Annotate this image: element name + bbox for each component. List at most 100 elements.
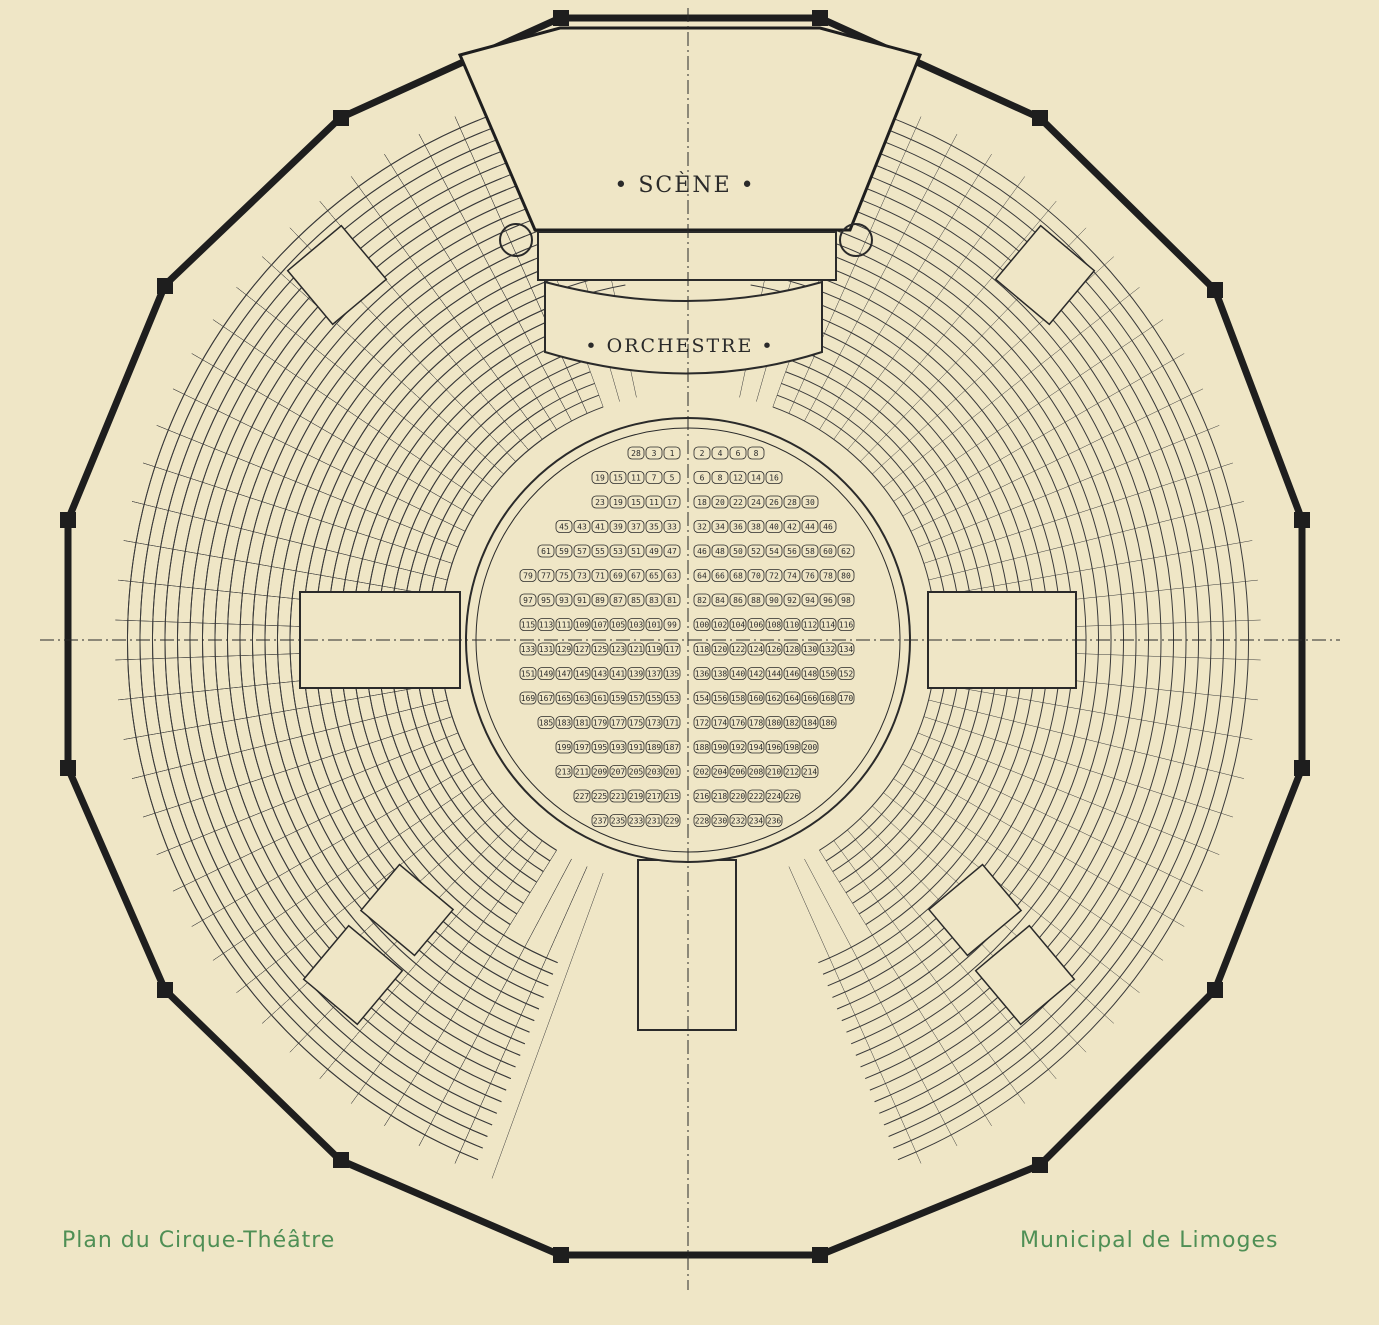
seat-divider [827,903,834,915]
seat-divider [178,801,191,806]
arena-seat [729,765,747,778]
seat-divider [1030,751,1043,756]
arena-seat [591,789,609,803]
seat-divider [839,980,846,993]
seat-divider [905,987,913,999]
seat-divider [534,1049,540,1062]
seat-divider [512,398,521,410]
arena-seat [519,667,537,680]
arena-seat-number: 118 [695,645,710,654]
seat-divider [1059,382,1070,390]
seat-divider [394,588,407,591]
seat-divider [885,1083,891,1096]
seat-divider [378,841,390,849]
seat-divider [512,870,521,882]
seat-divider [358,1083,367,1094]
seat-divider [1119,888,1131,896]
arena-seat [693,520,711,533]
seat-divider [1018,747,1031,752]
seat-divider [123,540,137,543]
seat-divider [156,425,169,431]
seat-divider [990,317,1000,327]
arena-seat [645,471,663,484]
seat-divider [1010,504,1023,510]
seat-divider [1161,443,1174,449]
arena-seat-number: 165 [557,694,572,703]
seat-divider [821,891,829,904]
seat-divider [1171,516,1184,520]
arena-seat-number: 105 [611,621,626,630]
seat-divider [877,836,887,846]
seat-divider [496,858,505,869]
seat-divider [416,724,429,729]
seat-divider [234,559,247,563]
seat-divider [202,359,214,367]
seat-divider [1045,490,1058,496]
seat-divider [915,116,922,129]
seat-divider [310,422,322,429]
seat-divider [380,735,393,741]
seat-divider [1227,542,1241,546]
arena-seat-number: 19 [595,474,605,483]
seat-divider [1129,378,1142,385]
seat-divider [135,734,149,738]
seat-divider [1091,802,1104,809]
arena-seat-number: 110 [785,621,800,630]
arena-seat-number: 204 [713,768,728,777]
seat-divider [465,222,473,234]
seat-divider [1178,551,1191,554]
seat-divider [825,860,833,872]
seat-divider [1017,176,1026,187]
seat-divider [217,410,230,417]
seat-divider [1146,410,1159,417]
seat-divider [598,872,604,885]
seat-divider [862,969,870,981]
seat-divider [1103,807,1116,813]
seat-divider [456,906,465,917]
seat-divider [289,989,300,999]
seat-divider [1232,697,1246,699]
arena-seat [645,520,663,533]
arena-seat [747,789,765,803]
arena-seat-number: 119 [647,645,662,654]
seat-divider [966,827,977,835]
seat-divider [450,1009,458,1021]
seat-divider [347,410,359,418]
seat-divider [573,943,578,956]
seat-divider [353,770,366,776]
seat-divider [271,566,284,569]
arena-seat-number: 75 [559,572,569,581]
seat-divider [1207,425,1220,431]
seat-divider [858,355,866,367]
arena-seat-number: 180 [767,719,782,728]
seat-divider [264,354,276,362]
seat-divider [1108,390,1120,398]
seat-divider [937,864,947,874]
seat-divider [399,445,410,453]
seat-divider [612,377,617,390]
seat-divider [265,961,277,970]
seat-divider [180,691,193,694]
seat-divider [910,748,923,755]
seat-divider [273,437,286,444]
seat-divider [967,801,979,808]
seat-divider [1054,422,1066,429]
seat-divider [892,1024,899,1036]
seat-divider [443,448,454,457]
seat-divider [903,1046,911,1058]
arena-seat [645,740,663,754]
seat-divider [892,966,900,978]
arena-seat [729,789,747,803]
seat-divider [404,547,417,553]
seat-divider [402,344,412,354]
arena-seat-number: 150 [821,670,836,679]
seat-divider [365,509,378,515]
seat-divider [590,371,595,384]
seat-divider [226,489,239,495]
arena-seat-number: 82 [697,596,707,605]
arena-seat [609,814,627,827]
arena-seat-number: 178 [749,719,764,728]
seat-divider [1066,762,1079,768]
arena-seat-number: 58 [805,547,815,556]
arena-seat-number: 169 [521,694,536,703]
